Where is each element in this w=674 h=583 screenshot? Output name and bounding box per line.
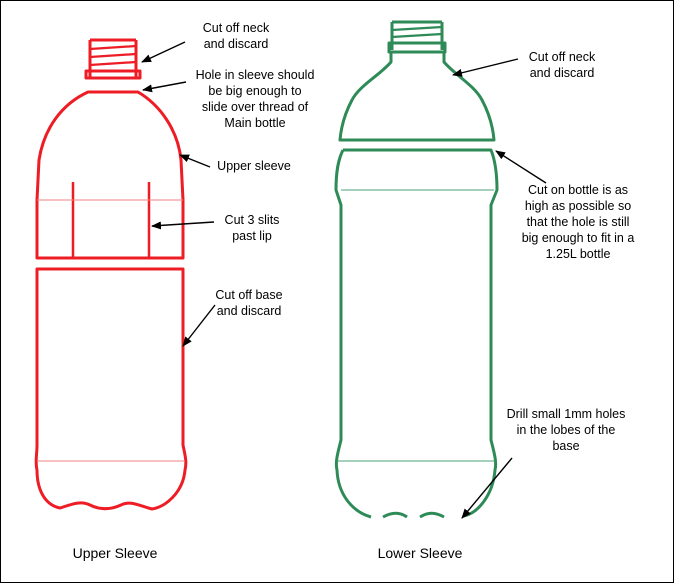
- arrow-drill-holes: [461, 457, 513, 519]
- right-shoulder: [338, 52, 496, 142]
- lower-sleeve-bottle: [334, 20, 499, 519]
- label-cut-neck-right: Cut off neck and discard: [528, 50, 596, 80]
- right-body: [334, 148, 499, 519]
- upper-sleeve-bottle: [34, 38, 188, 511]
- label-upper-sleeve: Upper sleeve: [217, 159, 291, 173]
- caption-upper-sleeve: Upper Sleeve: [72, 545, 158, 561]
- label-hole-note: Hole in sleeve should be big enough to s…: [195, 68, 315, 130]
- arrow-cut-base: [182, 304, 216, 347]
- right-neck-thread: [387, 20, 447, 54]
- arrow-cut-bottle-high: [495, 150, 547, 184]
- left-neck-thread: [84, 38, 142, 80]
- left-body: [34, 267, 188, 511]
- arrow-cut-neck-left: [141, 41, 186, 63]
- arrow-hole-note: [142, 81, 187, 93]
- arrow-upper-sleeve: [179, 154, 211, 168]
- arrow-cut-neck-right: [452, 58, 519, 77]
- label-drill-holes: Drill small 1mm holes in the lobes of th…: [506, 407, 626, 453]
- label-cut-slits: Cut 3 slits past lip: [224, 213, 280, 243]
- caption-lower-sleeve: Lower Sleeve: [377, 545, 463, 561]
- label-cut-neck-left: Cut off neck and discard: [202, 21, 270, 51]
- arrow-cut-slits: [151, 221, 215, 230]
- label-cut-base: Cut off base and discard: [215, 288, 283, 318]
- left-shoulder: [35, 90, 185, 260]
- label-cut-bottle-high: Cut on bottle is as high as possible so …: [521, 183, 635, 261]
